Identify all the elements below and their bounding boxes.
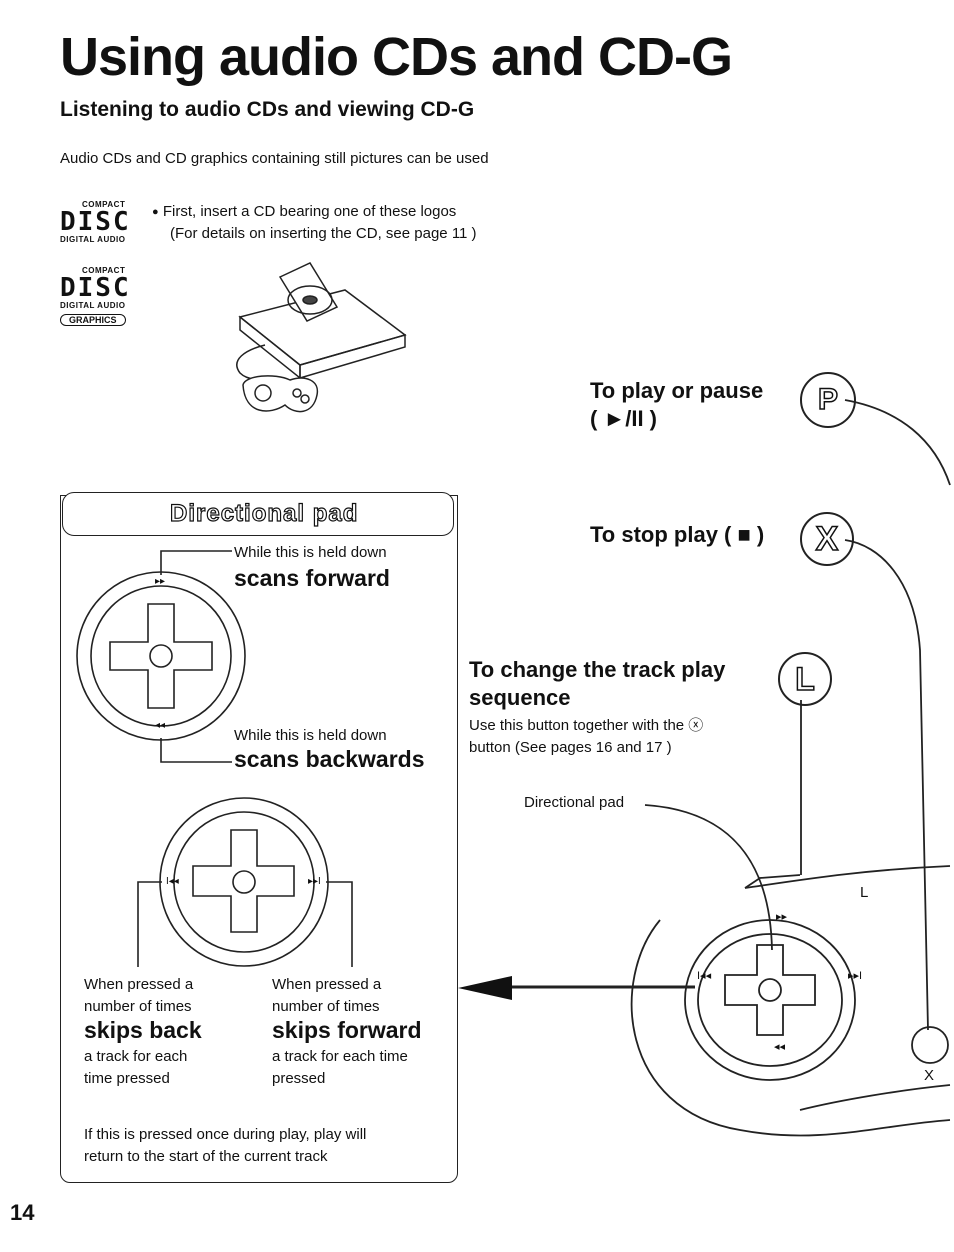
track-sequence-heading-2: sequence xyxy=(469,685,571,710)
logo-compact-text: COMPACT xyxy=(82,200,126,209)
play-pause-heading: To play or pause xyxy=(590,378,764,403)
intro-text: Audio CDs and CD graphics containing sti… xyxy=(60,150,489,167)
logo-compact-text: COMPACT xyxy=(82,266,126,275)
back-desc-text-1: a track for each xyxy=(84,1048,188,1065)
controller-skip-back-glyph: I◂◂ xyxy=(697,970,712,982)
controller-skip-fwd-glyph: ▸▸I xyxy=(848,970,863,982)
held-down-forward-text: While this is held down xyxy=(234,544,387,561)
footnote-text-2: return to the start of the current track xyxy=(84,1148,328,1165)
back-desc-text-2: time pressed xyxy=(84,1070,170,1087)
p-button-icon: P xyxy=(800,372,856,428)
stop-heading: To stop play ( ■ ) xyxy=(590,522,765,547)
logo-digital-audio-text: DIGITAL AUDIO xyxy=(60,301,126,310)
pressed-forward-text-2: number of times xyxy=(272,998,380,1015)
scans-backwards-text: scans backwards xyxy=(234,746,425,772)
pressed-back-text-1: When pressed a xyxy=(84,976,194,993)
page-title: Using audio CDs and CD-G xyxy=(60,27,733,87)
dpad-skip-back-glyph: I◂◂ xyxy=(166,876,179,887)
logo-graphics-text: GRAPHICS xyxy=(60,314,126,326)
controller-x-label: X xyxy=(924,1067,935,1084)
dpad-ff-glyph: ▸▸ xyxy=(155,576,166,587)
x-button-icon: X xyxy=(800,512,854,566)
pressed-back-text-2: number of times xyxy=(84,998,192,1015)
track-sequence-desc-1: Use this button together with the ⓧ xyxy=(469,717,704,734)
dpad-rw-glyph: ◂◂ xyxy=(155,720,166,731)
console-illustration xyxy=(236,262,407,413)
compact-disc-graphics-logo: COMPACT DISC DIGITAL AUDIO GRAPHICS xyxy=(60,266,146,328)
controller-l-label: L xyxy=(860,884,869,901)
scans-forward-text: scans forward xyxy=(234,565,390,591)
track-sequence-desc-2: button (See pages 16 and 17 ) xyxy=(469,739,672,756)
skips-back-text: skips back xyxy=(84,1017,202,1043)
directional-pad-title: Directional pad xyxy=(169,499,359,527)
insert-line-1: First, insert a CD bearing one of these … xyxy=(162,203,457,220)
page-number: 14 xyxy=(10,1200,35,1225)
insert-instructions: ● First, insert a CD bearing one of thes… xyxy=(152,201,477,245)
footnote-text-1: If this is pressed once during play, pla… xyxy=(84,1126,367,1143)
held-down-backward-text: While this is held down xyxy=(234,727,387,744)
page-subtitle: Listening to audio CDs and viewing CD-G xyxy=(60,98,475,121)
logo-disc-text: DISC xyxy=(60,273,131,303)
track-sequence-heading-1: To change the track play xyxy=(469,657,726,682)
skips-forward-text: skips forward xyxy=(272,1017,422,1043)
insert-line-2: (For details on inserting the CD, see pa… xyxy=(170,225,477,243)
pressed-forward-text-1: When pressed a xyxy=(272,976,382,993)
directional-pad-tab xyxy=(62,492,454,536)
logo-digital-audio-text: DIGITAL AUDIO xyxy=(60,235,126,244)
controller-ff-glyph: ▸▸ xyxy=(776,911,788,923)
directional-pad-label: Directional pad xyxy=(524,794,625,811)
play-pause-symbol: ( ►/II ) xyxy=(590,406,657,431)
l-button-icon: L xyxy=(778,652,832,706)
compact-disc-digital-audio-logo: COMPACT DISC DIGITAL AUDIO xyxy=(60,200,146,244)
logo-disc-text: DISC xyxy=(60,207,131,237)
controller-rw-glyph: ◂◂ xyxy=(774,1041,786,1053)
dpad-skip-fwd-glyph: ▸▸I xyxy=(308,876,321,887)
forward-desc-text-2: pressed xyxy=(272,1070,326,1087)
forward-desc-text-1: a track for each time xyxy=(272,1048,408,1065)
